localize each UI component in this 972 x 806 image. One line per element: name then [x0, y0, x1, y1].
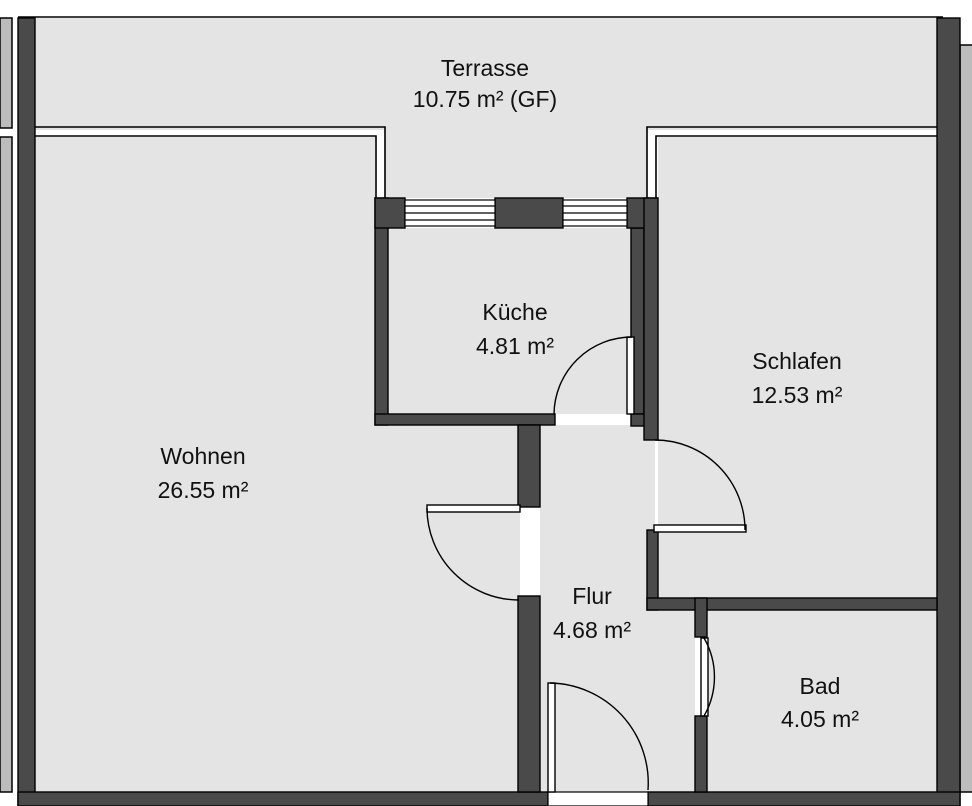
floor-wohnen-ext: [375, 425, 520, 792]
floor-schlafen: [658, 137, 937, 600]
room-name: Bad: [800, 673, 841, 699]
room-label-wohnen: Wohnen 26.55 m²: [158, 443, 249, 503]
neighbor-right: [959, 44, 972, 793]
room-label-terrasse: Terrasse 10.75 m² (GF): [413, 55, 557, 112]
floor-wohnen: [35, 137, 375, 792]
terrace-railing: [18, 16, 943, 198]
room-name: Küche: [482, 299, 547, 325]
room-area: 4.68 m²: [553, 617, 631, 643]
room-area: 10.75 m² (GF): [413, 86, 557, 112]
floor-flur: [540, 425, 655, 792]
floor-flur-ext: [655, 610, 695, 792]
door-kueche: [553, 336, 635, 415]
room-label-schlafen: Schlafen 12.53 m²: [752, 348, 843, 408]
room-name: Flur: [572, 583, 612, 609]
floor-kueche: [388, 228, 631, 414]
room-area: 4.05 m²: [781, 706, 859, 732]
door-schlafen: [653, 439, 747, 533]
neighbor-left-lower: [0, 136, 13, 793]
room-label-bad: Bad 4.05 m²: [781, 673, 859, 732]
entrance-threshold: [547, 791, 649, 806]
door-entrance: [547, 682, 649, 793]
floor-bad: [707, 610, 937, 792]
room-label-kueche: Küche 4.81 m²: [476, 299, 554, 359]
room-name: Terrasse: [441, 55, 529, 81]
kitchen-window: [404, 199, 628, 227]
floor-terrasse-alcove: [385, 125, 647, 198]
room-area: 4.81 m²: [476, 333, 554, 359]
floor-terrasse: [18, 18, 943, 130]
room-area: 26.55 m²: [158, 477, 249, 503]
room-area: 12.53 m²: [752, 382, 843, 408]
neighbor-left-upper: [0, 17, 13, 129]
room-name: Schlafen: [752, 348, 842, 374]
room-name: Wohnen: [160, 443, 245, 469]
walls: [17, 17, 961, 806]
door-wohnen: [426, 504, 521, 601]
door-bad: [700, 637, 716, 717]
room-label-flur: Flur 4.68 m²: [553, 583, 631, 643]
